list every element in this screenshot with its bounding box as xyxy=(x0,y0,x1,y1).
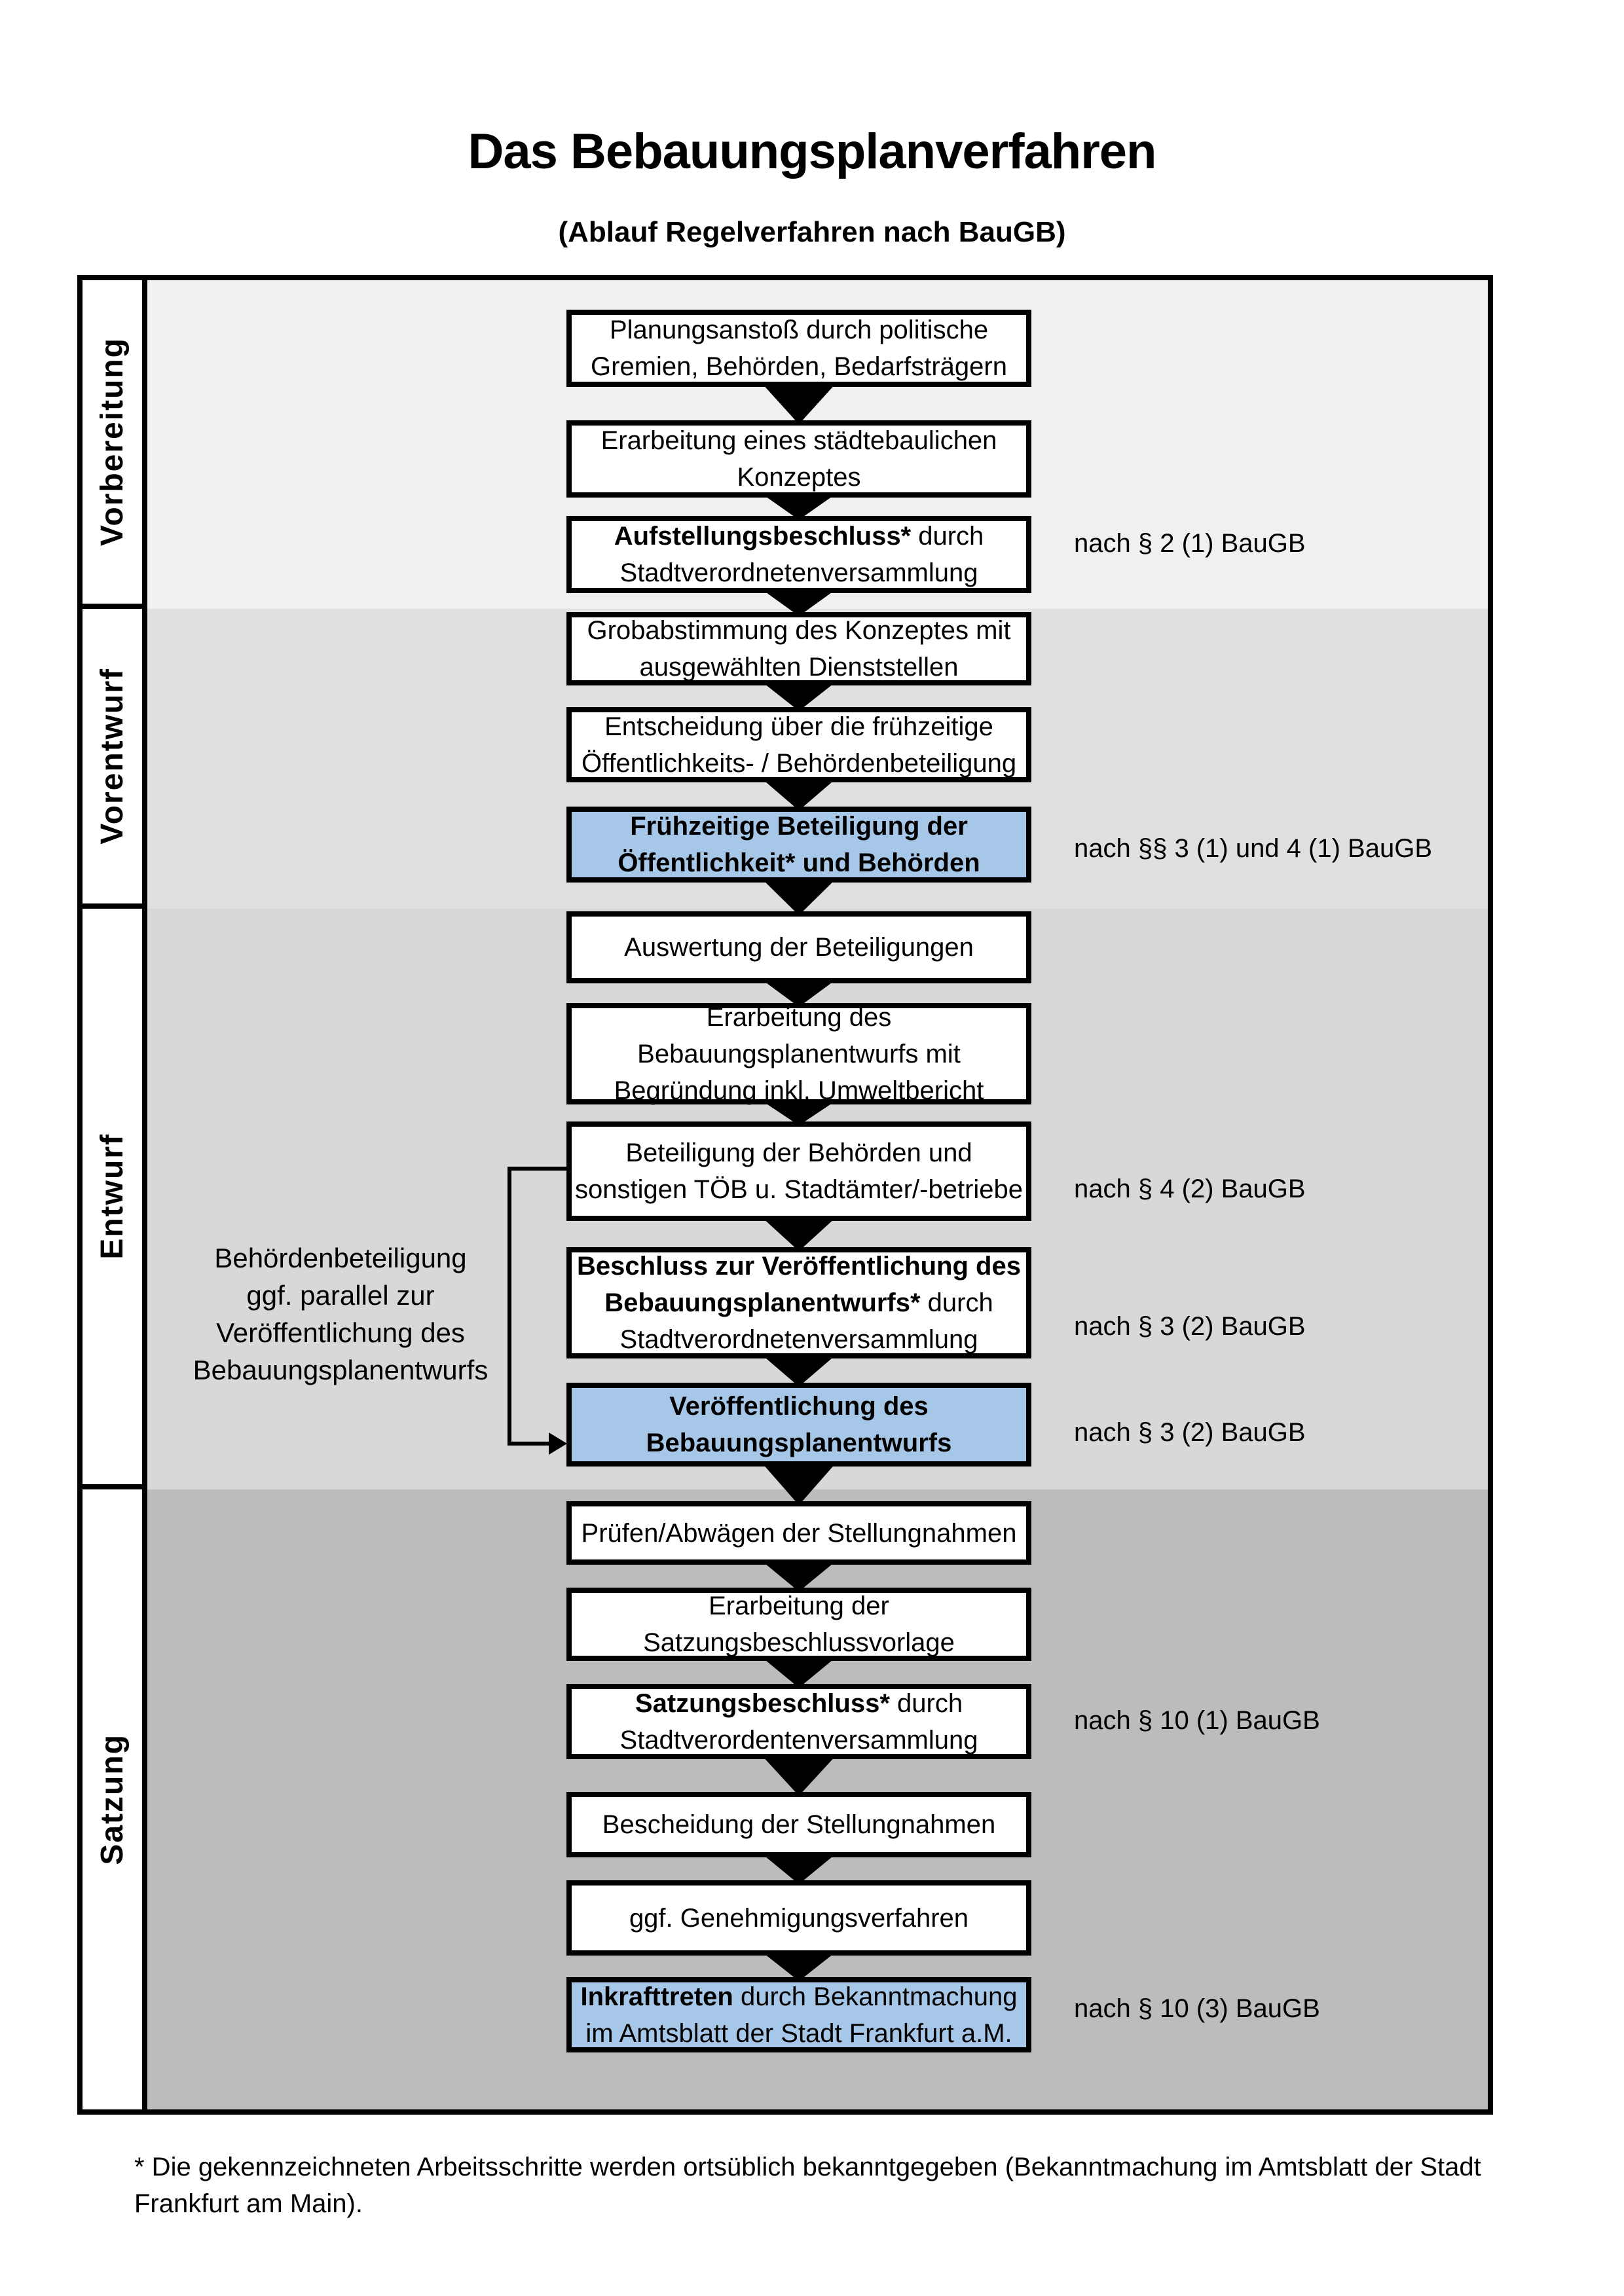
parallel-bracket-arrowhead-icon xyxy=(549,1432,567,1455)
down-arrow-icon xyxy=(762,1952,836,1981)
phase-label-vorentwurf: Vorentwurf xyxy=(95,668,130,845)
law-reference: nach § 10 (1) BauGB xyxy=(1074,1706,1320,1735)
flow-step-text-line: Veröffentlichung des xyxy=(669,1392,929,1421)
flow-step-text-line: Bebauungsplanentwurfs* durch xyxy=(604,1288,993,1317)
flow-step-text-line: Inkrafttreten durch Bekanntmachung xyxy=(580,1982,1018,2011)
flow-step-text-line: Aufstellungsbeschluss* durch xyxy=(614,522,984,551)
law-reference: nach § 3 (2) BauGB xyxy=(1074,1312,1306,1341)
flow-step-text-line: Entscheidung über die frühzeitige xyxy=(604,712,993,741)
flow-step-text-line: Bebauungsplanentwurfs mit xyxy=(637,1039,961,1068)
flow-step-text-line: Erarbeitung der xyxy=(709,1592,889,1620)
down-arrow-icon xyxy=(762,778,836,811)
phase-label-cell: Entwurf xyxy=(83,909,147,1489)
down-arrow-icon xyxy=(762,1217,836,1251)
flow-step-text-line: Bescheidung der Stellungnahmen xyxy=(602,1810,996,1839)
flow-step-text-line: Frühzeitige Beteiligung der xyxy=(630,812,968,841)
down-arrow-icon xyxy=(762,682,836,711)
page-title: Das Bebauungsplanverfahren xyxy=(468,124,1157,179)
side-note-parallel-procedure: Behördenbeteiligung ggf. parallel zur Ve… xyxy=(193,1243,489,1385)
down-arrow-icon xyxy=(762,1463,836,1505)
law-reference: nach § 3 (2) BauGB xyxy=(1074,1418,1306,1447)
phase-label-cell: Vorbereitung xyxy=(83,280,147,609)
flow-step-box-17: Inkrafttreten durch Bekanntmachung im Amt… xyxy=(566,1977,1031,2052)
flow-step-text-line: Planungsanstoß durch politische xyxy=(609,316,989,344)
down-arrow-icon xyxy=(762,494,836,520)
law-reference: nach § 2 (1) BauGB xyxy=(1074,529,1306,558)
phase-label-entwurf: Entwurf xyxy=(95,1133,130,1260)
flow-step-text-line: Auswertung der Beteiligungen xyxy=(624,933,974,962)
law-reference: nach § 10 (3) BauGB xyxy=(1074,1994,1320,2023)
law-reference: nach §§ 3 (1) und 4 (1) BauGB xyxy=(1074,834,1432,863)
flow-step-text-line: Satzungsbeschluss* durch xyxy=(635,1688,963,1718)
parallel-bracket-top-line xyxy=(507,1167,566,1171)
flow-step-box-16: ggf. Genehmigungsverfahren xyxy=(566,1880,1031,1956)
flow-step-box-9: Beteiligung der Behörden und sonstigen TÖ… xyxy=(566,1121,1031,1221)
down-arrow-icon xyxy=(762,979,836,1007)
flow-step-text-line: Begründung inkl. Umweltbericht xyxy=(614,1076,984,1105)
down-arrow-icon xyxy=(762,1657,836,1688)
down-arrow-icon xyxy=(762,589,836,616)
down-arrow-icon xyxy=(762,383,836,424)
down-arrow-icon xyxy=(762,879,836,915)
flow-step-text-line: Stadtverordentenversammlung xyxy=(619,1725,978,1755)
flow-step-box-7: Auswertung der Beteiligungen xyxy=(566,911,1031,983)
flow-step-text-line: Stadtverordnetenversammlung xyxy=(619,558,978,587)
flow-step-text-line: ausgewählten Dienststellen xyxy=(639,653,959,682)
phase-label-vorbereitung: Vorbereitung xyxy=(95,337,130,547)
flow-step-text-line: Öffentlichkeits- / Behördenbeteiligung xyxy=(581,748,1017,778)
phase-label-satzung: Satzung xyxy=(95,1734,130,1865)
phase-label-cell: Satzung xyxy=(83,1489,147,2109)
down-arrow-icon xyxy=(762,1561,836,1592)
flow-step-box-15: Bescheidung der Stellungnahmen xyxy=(566,1792,1031,1857)
down-arrow-icon xyxy=(762,1355,836,1387)
flow-step-text-line: ggf. Genehmigungsverfahren xyxy=(629,1903,969,1933)
flow-step-text-line: Erarbeitung des xyxy=(706,1002,892,1032)
down-arrow-icon xyxy=(762,1755,836,1796)
flow-step-box-4: Grobabstimmung des Konzeptes mit ausgewäh… xyxy=(566,612,1031,685)
flow-step-text-line: Erarbeitung eines städtebaulichen xyxy=(600,426,997,455)
flow-step-text-line: Gremien, Behörden, Bedarfsträgern xyxy=(591,352,1007,381)
flow-step-text-line: Grobabstimmung des Konzeptes mit xyxy=(587,616,1011,645)
flow-step-text-line: im Amtsblatt der Stadt Frankfurt a.M. xyxy=(585,2018,1012,2048)
phase-label-cell: Vorentwurf xyxy=(83,609,147,909)
footnote: * Die gekennzeichneten Arbeitsschritte w… xyxy=(134,2153,1481,2218)
parallel-bracket-bottom-line xyxy=(507,1442,552,1446)
flow-step-box-12: Prüfen/Abwägen der Stellungnahmen xyxy=(566,1501,1031,1565)
flow-step-text-line: Öffentlichkeit* und Behörden xyxy=(618,848,980,877)
flow-step-text-line: Beteiligung der Behörden und xyxy=(625,1139,972,1167)
flow-step-text-line: Prüfen/Abwägen der Stellungnahmen xyxy=(581,1518,1017,1548)
down-arrow-icon xyxy=(762,1101,836,1125)
down-arrow-icon xyxy=(762,1853,836,1884)
page-subtitle: (Ablauf Regelverfahren nach BauGB) xyxy=(558,216,1066,248)
flow-step-text-line: Konzeptes xyxy=(737,463,861,492)
flow-step-text-line: Stadtverordnetenversammlung xyxy=(619,1325,978,1354)
flow-step-text-line: Bebauungsplanentwurfs xyxy=(646,1429,952,1457)
flow-step-text-line: Beschluss zur Veröffentlichung des xyxy=(577,1252,1021,1281)
law-reference: nach § 4 (2) BauGB xyxy=(1074,1175,1306,1203)
flow-step-text-line: Satzungsbeschlussvorlage xyxy=(643,1628,955,1657)
parallel-bracket-vertical-line xyxy=(507,1167,511,1446)
flow-step-text-line: sonstigen TÖB u. Stadtämter/-betriebe xyxy=(574,1175,1024,1204)
